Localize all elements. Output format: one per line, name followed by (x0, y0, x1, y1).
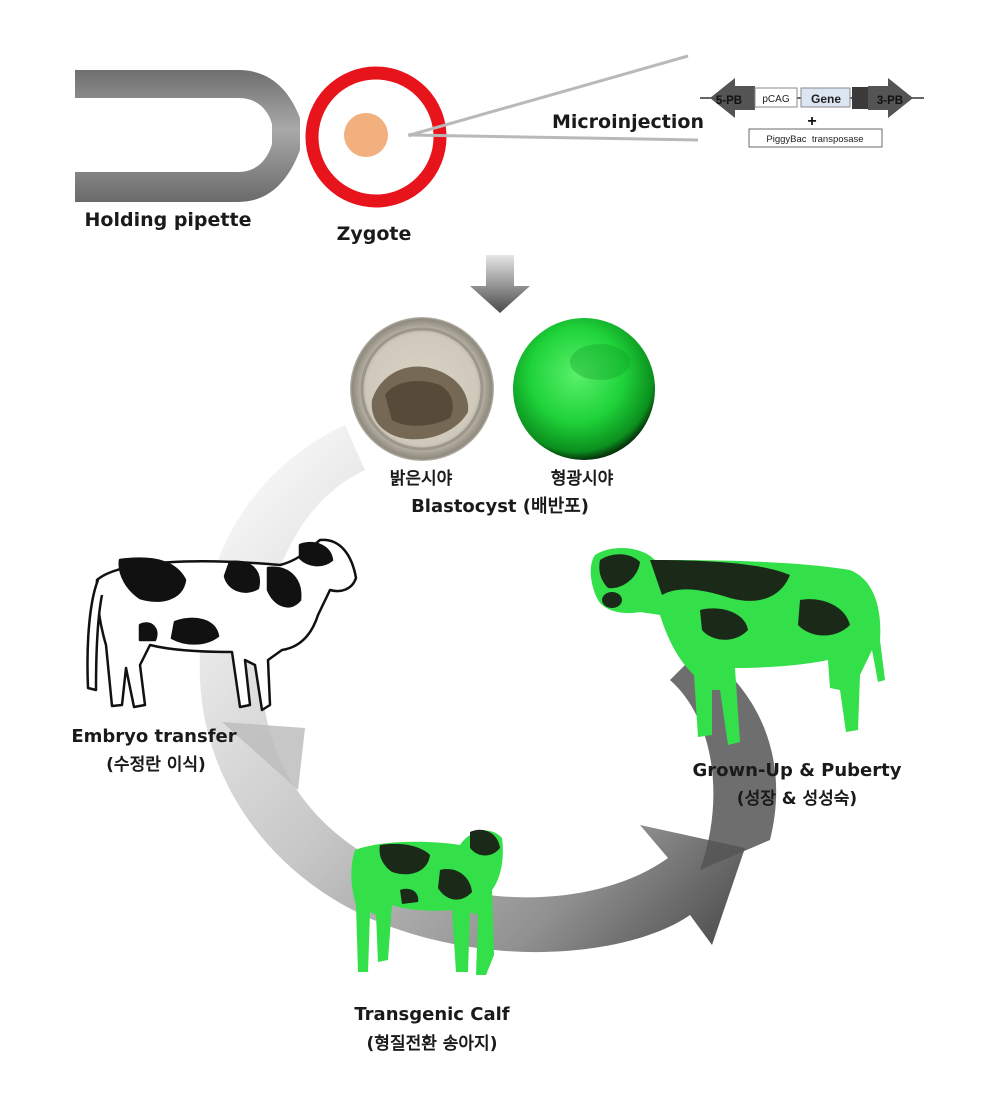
promoter-label: pCAG (762, 94, 789, 105)
transgenic-calf (351, 829, 503, 975)
left-arm-label: 5-PB (716, 95, 742, 107)
gene-construct (700, 78, 924, 148)
fluorescence-label: 형광시야 (551, 468, 614, 489)
terminator-block (852, 87, 868, 109)
zygote-label: Zygote (337, 223, 412, 245)
embryo-transfer-ko-label: (수정란 이식) (106, 755, 206, 775)
grown-up-cow (590, 548, 885, 745)
plus-sign: + (807, 113, 816, 130)
right-pb-arrow (868, 78, 913, 118)
grown-up-label: Grown-Up & Puberty (693, 760, 902, 781)
embryo-transfer-label: Embryo transfer (71, 726, 236, 747)
microinjection-needle (408, 54, 699, 142)
cycle-arrow-body (199, 425, 745, 953)
zygote-nucleus (344, 113, 388, 157)
down-arrow (470, 255, 530, 313)
blastocyst-brightfield-image (350, 317, 494, 461)
grown-up-ko-label: (성장 & 성성숙) (737, 789, 857, 809)
right-arm-label: 3-PB (877, 95, 903, 107)
blastocyst-label: Blastocyst (배반포) (411, 496, 589, 517)
holding-pipette-label: Holding pipette (85, 209, 252, 231)
transposase-box (748, 128, 883, 148)
brightfield-label: 밝은시야 (390, 469, 453, 489)
embryo-transfer-cow (86, 538, 358, 712)
holding-pipette (75, 70, 300, 202)
transposase-label: PiggyBac transposase (766, 134, 863, 145)
gene-label: Gene (811, 92, 841, 106)
zygote (305, 66, 447, 208)
calf-ko-label: (형질전환 송아지) (367, 1033, 498, 1054)
pcag-box (754, 87, 798, 108)
cycle-arrow-head-left (222, 722, 305, 790)
calf-label: Transgenic Calf (354, 1004, 509, 1025)
microinjection-label: Microinjection (552, 111, 704, 133)
left-pb-arrow (710, 78, 755, 118)
gene-box (800, 87, 851, 108)
blastocyst-fluorescence-image (513, 318, 655, 460)
